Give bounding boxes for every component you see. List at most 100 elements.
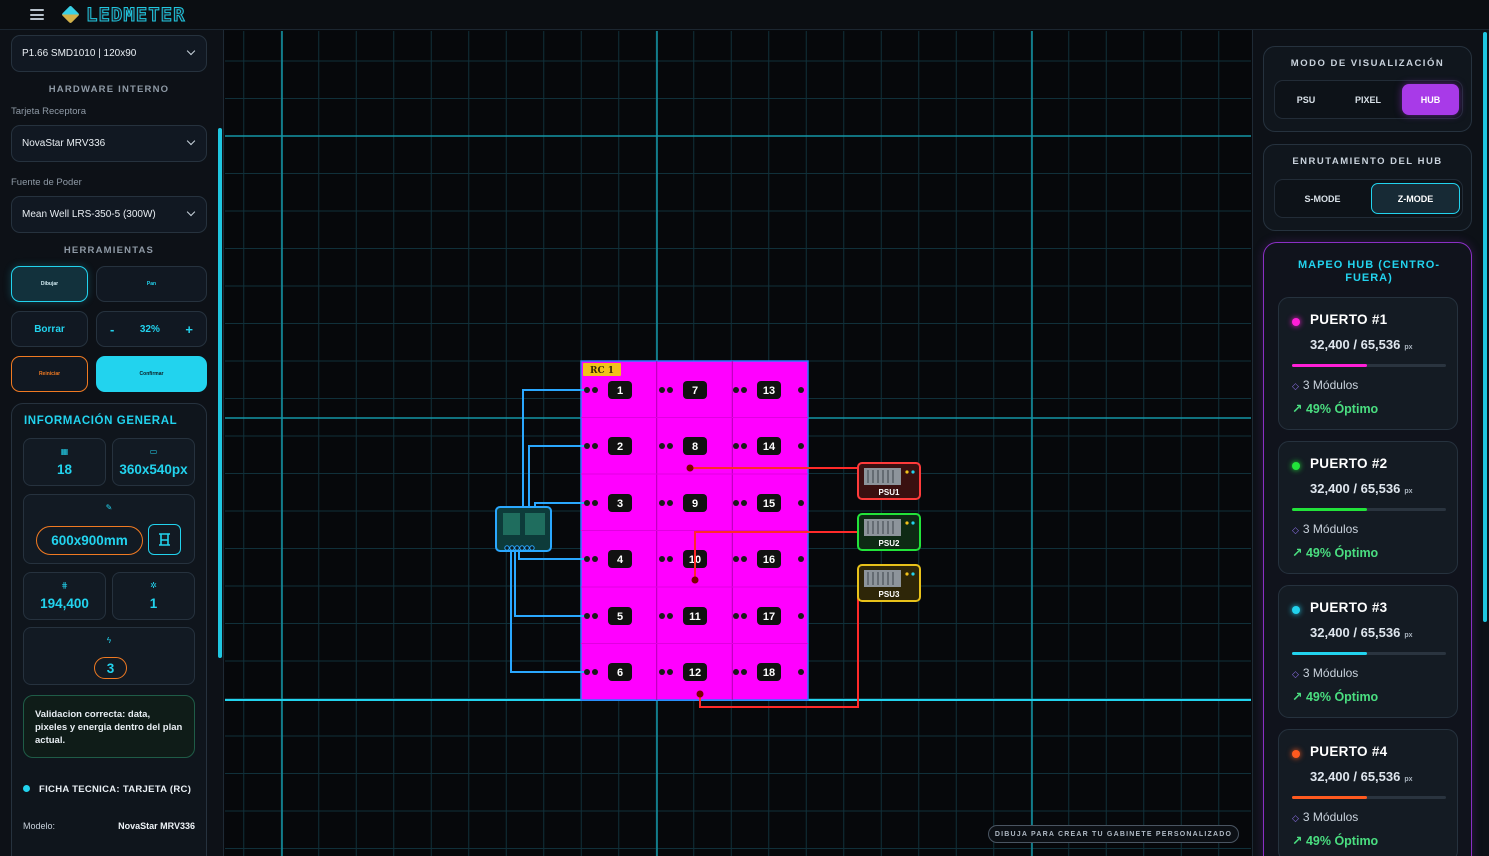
module-badge	[608, 663, 632, 681]
module-select-value: P1.66 SMD1010 | 120x90	[22, 48, 137, 59]
module-number: 13	[763, 385, 775, 397]
port-name: PUERTO #1	[1310, 312, 1388, 327]
view-mode-psu[interactable]: PSU	[1296, 94, 1316, 105]
cabinet-icon	[159, 533, 170, 546]
port-modules: ◇3 Módulos	[1292, 810, 1358, 824]
chevron-down-icon	[186, 207, 196, 217]
psu-led	[911, 572, 915, 576]
erase-button[interactable]: Borrar	[11, 311, 88, 347]
connector-dot	[659, 556, 665, 562]
module-number: 14	[763, 441, 776, 453]
port-status-text: 49% Óptimo	[1305, 834, 1379, 848]
left-scrollbar[interactable]	[218, 128, 222, 658]
routing-s-mode[interactable]: S-MODE	[1304, 193, 1341, 204]
chevron-down-icon	[186, 46, 196, 56]
receiver-select[interactable]: NovaStar MRV336	[11, 125, 207, 162]
trend-up-icon: ↗	[1292, 546, 1306, 560]
receiver-label: Tarjeta Receptora	[11, 106, 86, 117]
rc-tag	[583, 363, 621, 376]
ficha-model-key: Modelo:	[23, 821, 56, 831]
psu-led	[905, 572, 909, 576]
port-load-bar	[1292, 364, 1446, 367]
power-node	[696, 690, 704, 698]
diamond-icon: ◇	[1292, 813, 1299, 823]
connector-dot	[659, 387, 665, 393]
ruler-icon: ✎	[105, 503, 113, 512]
psu-select[interactable]: Mean Well LRS-350-5 (300W)	[11, 196, 207, 233]
psu-label: PSU1	[879, 488, 900, 497]
module-number: 1	[617, 385, 623, 397]
connector-dot	[741, 443, 747, 449]
view-mode-pixel[interactable]: PIXEL	[1354, 94, 1381, 105]
connector-dot	[733, 443, 739, 449]
module-number: 4	[617, 554, 624, 566]
status-dot	[23, 785, 30, 792]
port-color-dot	[1292, 318, 1300, 326]
data-cable	[514, 546, 584, 617]
connector-dot	[659, 613, 665, 619]
module-number: 6	[617, 667, 623, 679]
bolt-icon: ϟ	[106, 636, 112, 645]
reset-button[interactable]: Reiniciar	[11, 356, 88, 392]
canvas-hint: DIBUJA PARA CREAR TU GABINETE PERSONALIZ…	[988, 825, 1239, 843]
connector-dot	[798, 669, 804, 675]
routing-z-mode[interactable]: Z-MODE	[1371, 183, 1460, 214]
port-load-fill	[1292, 508, 1368, 511]
receiver-port	[519, 545, 525, 551]
pan-button[interactable]: Pan	[96, 266, 207, 302]
trend-up-icon: ↗	[1292, 834, 1306, 848]
zoom-control: - 32% +	[96, 311, 207, 347]
draw-button[interactable]: Dibujar	[11, 266, 88, 302]
psu-led	[905, 470, 909, 474]
module-badge	[683, 381, 707, 399]
port-pixels-value: 32,400 / 65,536	[1310, 625, 1401, 640]
left-sidebar: P1.66 SMD1010 | 120x90 HARDWARE INTERNO …	[0, 30, 224, 856]
data-cable	[522, 389, 584, 536]
zoom-value: 32%	[139, 323, 160, 335]
power-node	[691, 576, 699, 584]
connector-dot	[733, 500, 739, 506]
connector-dot	[592, 443, 598, 449]
module-badge	[683, 607, 707, 625]
connector-dot	[659, 443, 665, 449]
connector-dot	[733, 556, 739, 562]
port-name: PUERTO #4	[1310, 744, 1388, 759]
port-load-bar	[1292, 508, 1446, 511]
port-modules-text: 3 Módulos	[1302, 522, 1359, 536]
stat-psus-value: 3	[94, 657, 127, 679]
port-status-text: 49% Óptimo	[1305, 402, 1379, 416]
top-bar: LEDMETER	[0, 0, 1489, 30]
connector-dot	[584, 443, 590, 449]
zoom-in-button[interactable]: +	[185, 321, 193, 337]
view-mode-title: MODO DE VISUALIZACIÓN	[1290, 58, 1445, 69]
dimensions-edit-button[interactable]	[148, 524, 181, 555]
receiver-port	[509, 545, 515, 551]
connector-dot	[667, 500, 673, 506]
module-number: 3	[617, 498, 623, 510]
connector-dot	[584, 387, 590, 393]
port-status-text: 49% Óptimo	[1305, 546, 1379, 560]
right-scrollbar[interactable]	[1483, 32, 1487, 622]
port-load-fill	[1292, 652, 1368, 655]
ficha-title: FICHA TECNICA: TARJETA (RC)	[23, 783, 198, 796]
hub-mapping-title: MAPEO HUB (CENTRO-FUERA)	[1297, 259, 1441, 284]
zoom-out-button[interactable]: -	[110, 321, 115, 337]
chevron-down-icon	[186, 136, 196, 146]
app-logo[interactable]: LEDMETER	[61, 3, 186, 26]
module-select[interactable]: P1.66 SMD1010 | 120x90	[11, 35, 207, 72]
psu-led	[911, 521, 915, 525]
view-mode-hub[interactable]: HUB	[1402, 84, 1459, 115]
module-number: 11	[689, 611, 701, 623]
menu-icon[interactable]	[30, 9, 44, 20]
section-hardware-title: HARDWARE INTERNO	[48, 84, 170, 95]
module-badge	[608, 381, 632, 399]
module-badge	[683, 494, 707, 512]
confirm-button[interactable]: Confirmar	[96, 356, 207, 392]
connector-dot	[592, 556, 598, 562]
